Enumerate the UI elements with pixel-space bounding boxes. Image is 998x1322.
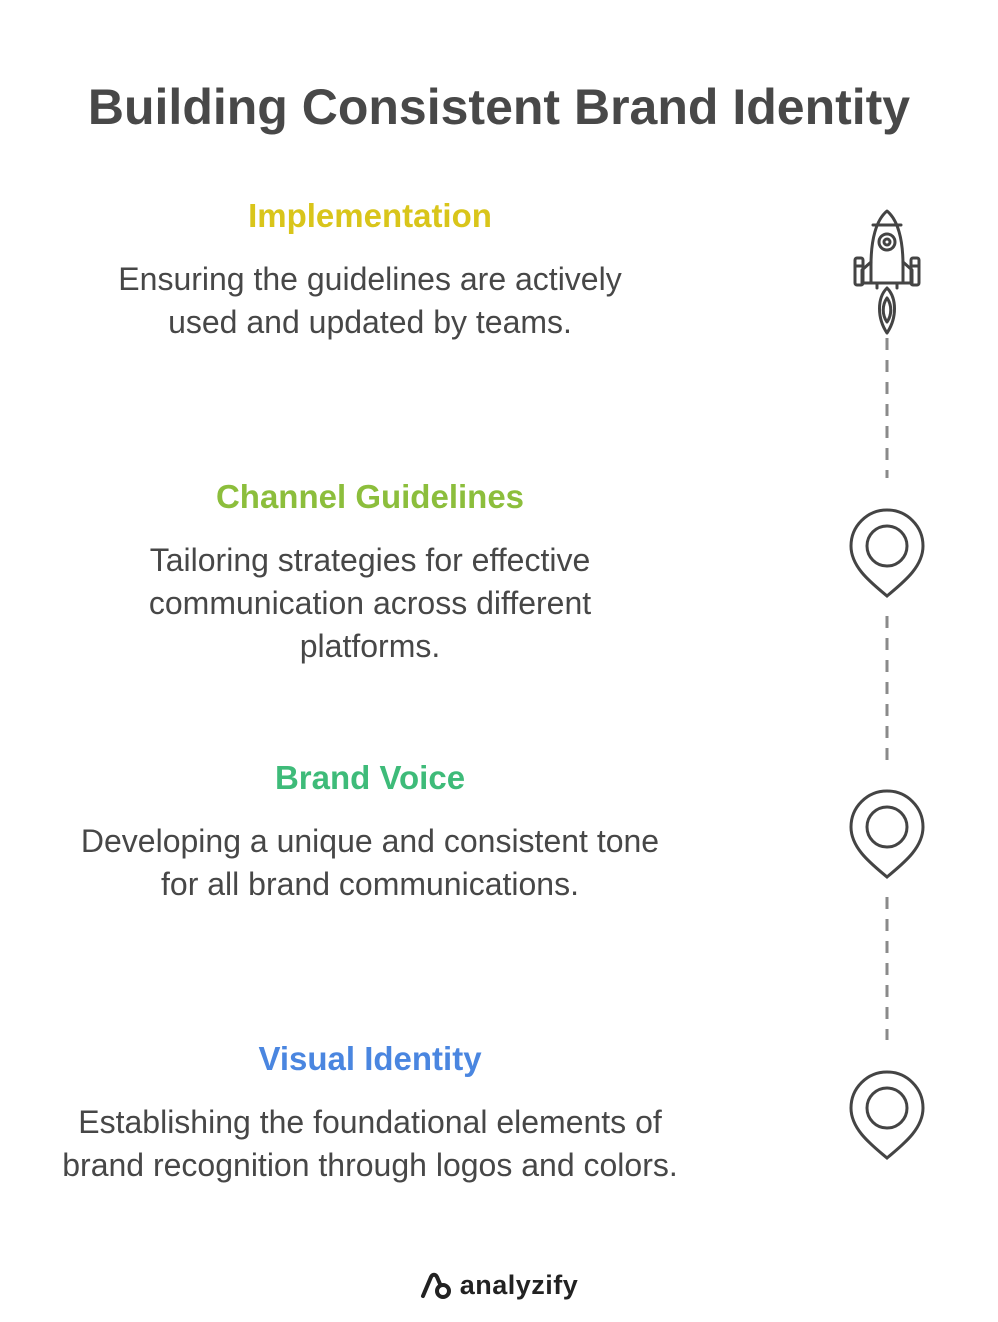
- page-title: Building Consistent Brand Identity: [87, 79, 911, 135]
- rocket-icon: [853, 209, 921, 335]
- brand-name: analyzify: [459, 1270, 579, 1300]
- step-visual-identity: Visual Identity Establishing the foundat…: [40, 1039, 700, 1187]
- step-brand-voice: Brand Voice Developing a unique and cons…: [40, 758, 700, 906]
- analyzify-logo-icon: [420, 1272, 451, 1299]
- step-description: Tailoring strategies for effective commu…: [148, 542, 592, 664]
- step-title: Implementation: [248, 197, 492, 234]
- location-pin-icon: [849, 789, 925, 879]
- location-pin-icon: [849, 508, 925, 598]
- step-description: Establishing the foundational elements o…: [62, 1104, 678, 1183]
- step-description: Ensuring the guidelines are actively use…: [118, 261, 622, 340]
- location-pin-icon: [849, 1070, 925, 1160]
- step-title: Visual Identity: [258, 1040, 482, 1077]
- step-implementation: Implementation Ensuring the guidelines a…: [40, 196, 700, 344]
- brand-logo: analyzify: [0, 1270, 998, 1301]
- step-description: Developing a unique and consistent tone …: [80, 823, 660, 902]
- step-title: Brand Voice: [274, 759, 466, 796]
- step-title: Channel Guidelines: [215, 478, 525, 515]
- step-channel-guidelines: Channel Guidelines Tailoring strategies …: [40, 477, 700, 668]
